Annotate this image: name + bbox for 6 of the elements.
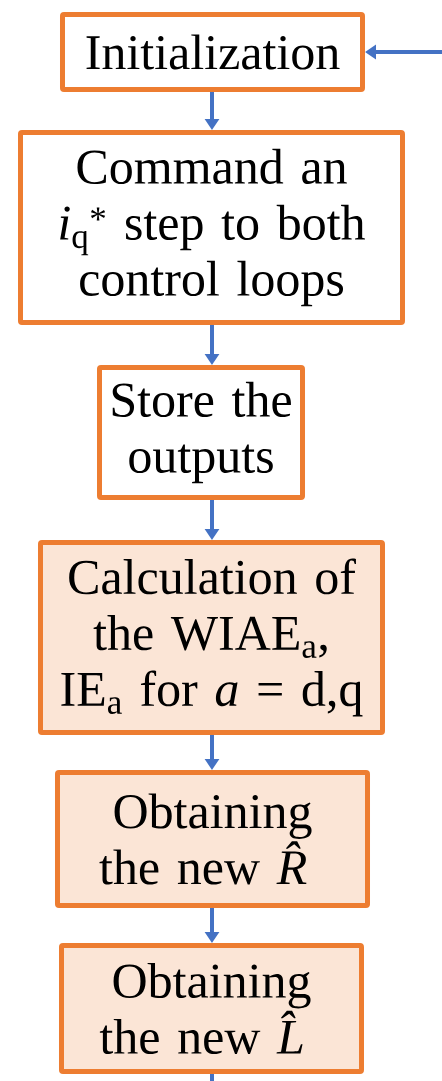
process-box: Initialization <box>60 12 365 92</box>
process-box: Store the outputs <box>97 365 305 500</box>
process-box: Obtaining the new L̂ <box>59 943 364 1074</box>
process-box: Command an i$_{q}$$^{*}$ step to both control loops <box>18 130 405 325</box>
process-box: Obtaining the new R̂ <box>55 770 370 908</box>
process-box: Calculation of the WIAE$_{a}$, IE$_{a}$ for a = d,q <box>38 540 385 735</box>
